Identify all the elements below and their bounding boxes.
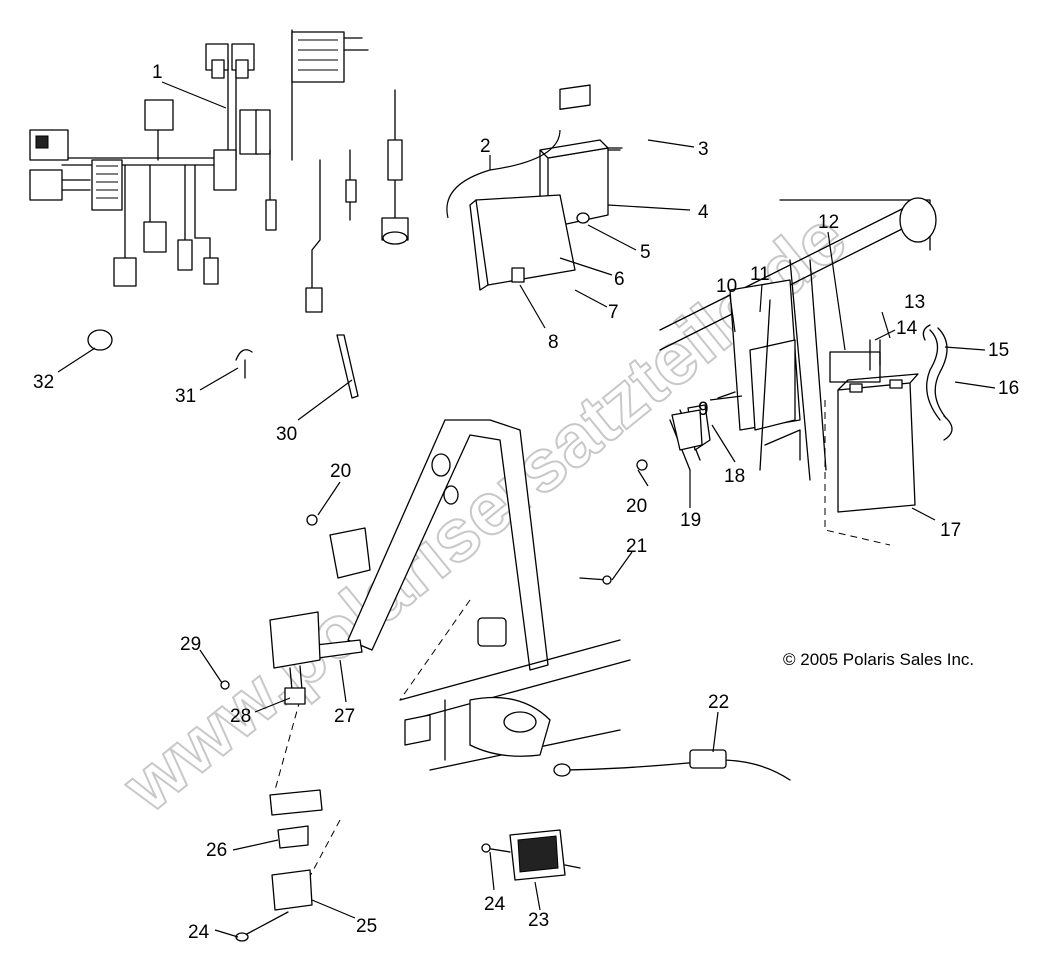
callout-14: 14	[896, 318, 918, 339]
callout-1: 1	[152, 62, 163, 83]
callout-6: 6	[614, 269, 625, 290]
callout-5: 5	[640, 242, 651, 263]
callout-15: 15	[988, 340, 1009, 361]
callout-13: 13	[904, 292, 925, 313]
callout-11: 11	[750, 264, 770, 285]
rear-frame	[274, 419, 631, 896]
callout-20-lower: 20	[626, 496, 647, 517]
callout-29: 29	[180, 634, 201, 655]
callout-3: 3	[698, 139, 709, 160]
callout-24-left: 24	[188, 922, 210, 943]
callout-27: 27	[334, 706, 355, 727]
callout-labels: 1 2 3 4 5 6 7 8 9 10 11 12 13 14 15 16 1…	[33, 62, 1019, 943]
battery	[824, 324, 953, 546]
callout-28: 28	[230, 706, 251, 727]
callout-2: 2	[480, 136, 491, 157]
callout-31: 31	[175, 386, 196, 407]
callout-9: 9	[698, 399, 709, 420]
callout-19: 19	[680, 510, 701, 531]
tail-light-assembly	[469, 84, 623, 291]
callout-21: 21	[626, 536, 647, 557]
callout-25: 25	[356, 916, 377, 937]
callout-22: 22	[708, 692, 729, 713]
callout-7: 7	[608, 302, 619, 323]
callout-10: 10	[716, 276, 737, 297]
front-frame	[659, 197, 937, 481]
leader-lines	[57, 81, 996, 938]
callout-30: 30	[276, 424, 297, 445]
callout-23: 23	[528, 910, 549, 931]
callout-18: 18	[724, 466, 745, 487]
wiring-harness	[29, 29, 409, 313]
callout-16: 16	[998, 378, 1019, 399]
callout-26: 26	[206, 840, 227, 861]
callout-32: 32	[33, 372, 54, 393]
callout-17: 17	[940, 520, 961, 541]
callout-12: 12	[818, 212, 839, 233]
small-components	[87, 329, 791, 942]
callout-8: 8	[548, 332, 559, 353]
callout-24-right: 24	[484, 894, 506, 915]
callout-20-upper: 20	[330, 461, 351, 482]
callout-4: 4	[698, 202, 709, 223]
copyright-notice: © 2005 Polaris Sales Inc.	[783, 650, 974, 669]
